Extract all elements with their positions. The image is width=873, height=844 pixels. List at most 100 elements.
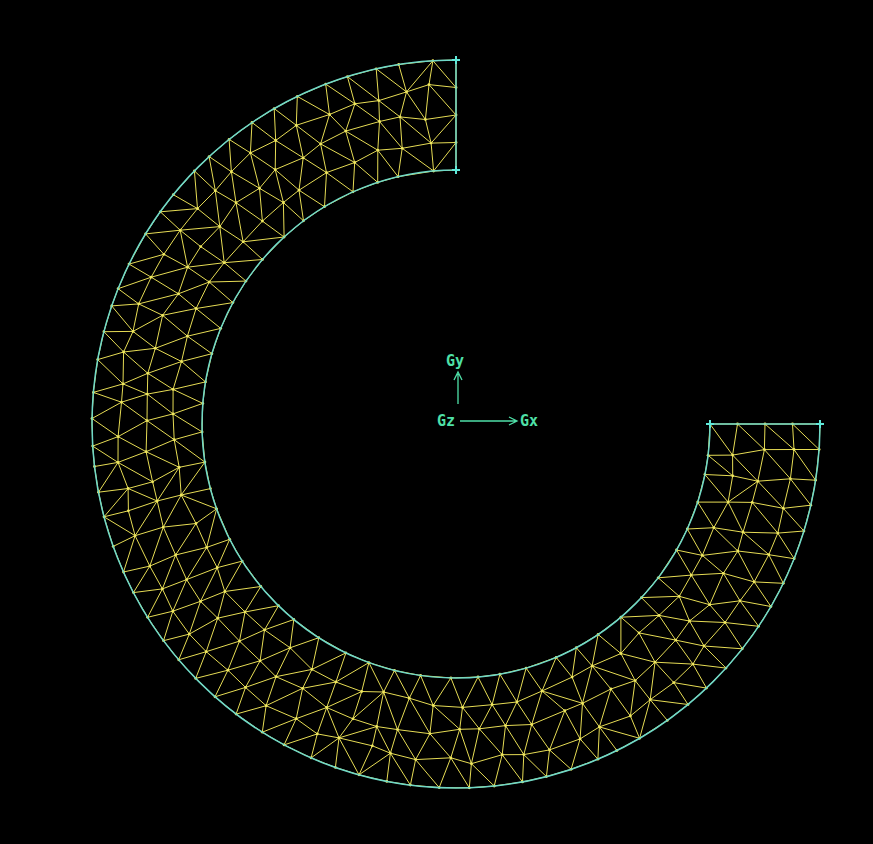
mesh-node [244,686,247,689]
axis-label-holder: Gx [520,412,538,430]
mesh-node [377,99,380,102]
mesh-node [424,118,427,121]
mesh-node [195,307,198,310]
mesh-node [579,738,582,741]
mesh-node [461,706,464,709]
mesh-node [235,201,238,204]
mesh-node [638,632,641,635]
mesh-node [208,281,211,284]
mesh-node [789,477,792,480]
mesh-node [319,143,322,146]
vertex-marker [452,56,460,64]
mesh-node [724,621,727,624]
mesh-node [171,610,174,613]
axis-label: Gy [446,352,464,370]
mesh-node [731,474,734,477]
mesh-node [174,554,177,557]
mesh-node [180,494,183,497]
mesh-node [199,245,202,248]
mesh-node [674,639,677,642]
mesh-node [727,501,730,504]
mesh-node [186,335,189,338]
mesh-node [179,229,182,232]
mesh-node [458,728,461,731]
mesh-node [242,240,245,243]
mesh-node [581,702,584,705]
axis-label-holder: Gy [446,352,464,370]
mesh-node [185,578,188,581]
mesh-node [354,102,357,105]
mesh-node [470,762,473,765]
mesh-node [782,507,785,510]
mesh-node [382,691,385,694]
mesh-node [172,413,175,416]
mesh-node [244,611,247,614]
mesh-node [274,139,277,142]
mesh-node [353,161,356,164]
mesh-node [688,620,691,623]
mesh-node [196,207,199,210]
vertex-marker [452,166,460,174]
mesh-node [134,534,137,537]
mesh-node [249,152,252,155]
mesh-node [259,659,262,662]
mesh-node [161,588,164,591]
mesh-node [429,732,432,735]
mesh-node [389,752,392,755]
mesh-node [335,681,338,684]
mesh-node [120,401,123,404]
mesh-node [449,756,452,759]
mesh-node [408,697,411,700]
mesh-node [629,715,632,718]
mesh-node [188,633,191,636]
mesh-node [375,725,378,728]
mesh-node [649,698,652,701]
mesh-node [325,171,328,174]
mesh-node [338,737,341,740]
mesh-node [132,330,135,333]
mesh-node [401,147,404,150]
mesh-node [378,120,381,123]
mesh-node [163,253,166,256]
mesh-node [145,450,148,453]
mesh-node [763,448,766,451]
mesh-lines [91,59,822,790]
mesh-node [151,480,154,483]
mesh-node [722,572,725,575]
mesh-node [180,360,183,363]
mesh-node [302,156,305,159]
mesh-node [137,303,140,306]
region-boundary [92,60,820,788]
mesh-node [150,276,153,279]
mesh-node [430,142,433,145]
mesh-node [301,687,304,690]
mesh-node [154,347,157,350]
axis-label-holder: Gz [437,412,455,430]
mesh-node [396,728,399,731]
mesh-node [736,550,739,553]
mesh-node [793,448,796,451]
mesh-node [127,487,130,490]
mesh-node [289,646,292,649]
mesh-node [162,526,165,529]
mesh-node [516,701,519,704]
mesh-node [658,614,661,617]
vertex-marker [816,420,824,428]
mesh-node [316,733,319,736]
mesh-node [571,676,574,679]
mesh-node [405,91,408,94]
mesh-node [148,565,151,568]
mesh-node [548,749,551,752]
mesh-node [712,526,715,529]
mesh-node [428,83,431,86]
mesh-node [298,189,301,192]
mesh-node [634,679,637,682]
mesh-node [146,372,149,375]
mesh-node [122,351,125,354]
axis-label: Gz [437,412,455,430]
mesh-node [195,522,198,525]
mesh-node [173,438,176,441]
mesh-node [753,581,756,584]
mesh-node [522,753,525,756]
